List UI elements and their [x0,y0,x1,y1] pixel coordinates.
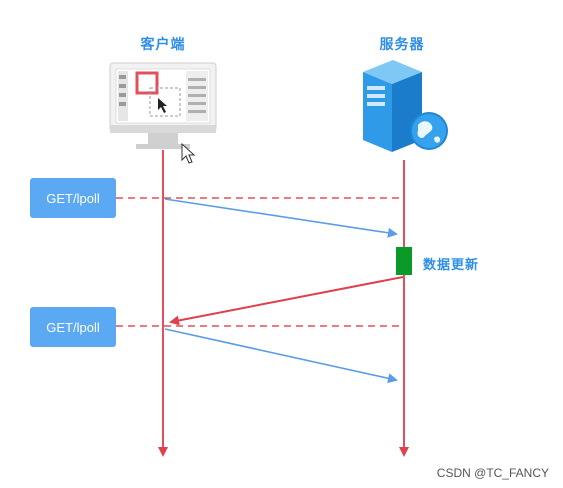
monitor-icon [109,62,217,149]
update-block [396,247,412,275]
server-globe-icon [363,60,448,152]
request-arrow-2 [164,328,398,384]
request-box-2: GET/lpoll [30,307,116,347]
data-update-label: 数据更新 [423,258,480,273]
request-box-1: GET/lpoll [30,178,116,218]
response-arrow [169,276,404,326]
watermark: CSDN @TC_FANCY [436,466,549,480]
request-arrow-1 [164,198,398,238]
server-label: 服务器 [379,37,425,53]
mouse-cursor-icon [181,142,196,164]
client-label: 客户端 [140,37,186,53]
